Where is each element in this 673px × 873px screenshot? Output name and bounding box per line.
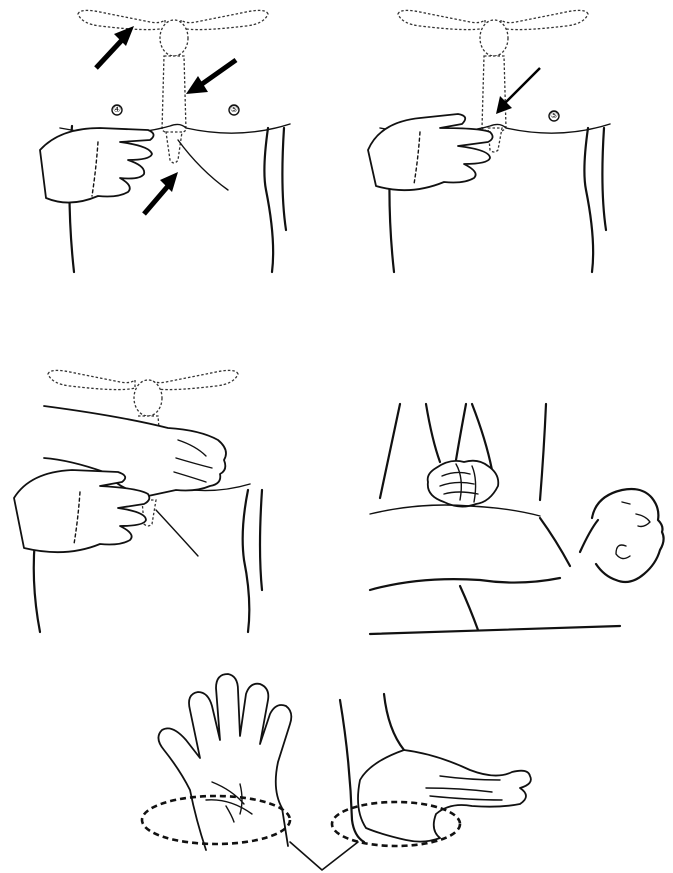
sternum-body bbox=[482, 56, 506, 133]
forearm-side bbox=[340, 700, 364, 842]
nipple-label-right: ⑤ bbox=[550, 111, 558, 121]
manubrium bbox=[160, 20, 188, 56]
manubrium bbox=[480, 20, 508, 56]
cpr-figure bbox=[360, 390, 673, 650]
clavicle-left bbox=[78, 10, 165, 29]
rescuer-arm-right bbox=[540, 404, 546, 500]
side-view-hand bbox=[358, 750, 531, 842]
arrow-icon bbox=[186, 60, 236, 94]
panel-hand-heel bbox=[140, 670, 560, 873]
rescuer-arm-left bbox=[380, 404, 400, 498]
torso-diagram-3 bbox=[0, 360, 330, 650]
victim-arm bbox=[370, 578, 560, 590]
torso-diagram-1: ④ ⑤ bbox=[0, 0, 330, 290]
hand-finding-ribs bbox=[40, 128, 154, 203]
open-palm bbox=[158, 674, 291, 850]
panel-cpr-position bbox=[360, 390, 673, 650]
victim-torso-bottom bbox=[370, 626, 620, 634]
arrow-icon bbox=[144, 172, 178, 214]
nipple-label-right: ⑤ bbox=[230, 105, 238, 115]
hand-heel-diagram bbox=[140, 670, 560, 873]
torso-diagram-2: ⑤ bbox=[340, 0, 673, 290]
clavicle-right bbox=[181, 10, 268, 29]
sternum-body bbox=[162, 56, 186, 135]
arrow-icon bbox=[96, 26, 134, 68]
nipple-label-left: ④ bbox=[113, 105, 121, 115]
clavicle-left bbox=[398, 10, 485, 29]
hand-index-finger-on-xiphoid bbox=[368, 114, 493, 190]
interlocked-hands bbox=[428, 461, 499, 507]
panel-place-hand bbox=[0, 360, 330, 650]
clavicle-right bbox=[501, 10, 588, 29]
panel-locate-landmarks: ④ ⑤ bbox=[0, 0, 330, 290]
connector-bracket bbox=[290, 842, 358, 870]
panel-locate-xiphoid: ⑤ bbox=[340, 0, 673, 290]
manubrium bbox=[134, 380, 162, 416]
torso-right-side bbox=[264, 128, 273, 272]
xiphoid-process bbox=[166, 132, 182, 163]
arrow-icon bbox=[504, 68, 540, 104]
